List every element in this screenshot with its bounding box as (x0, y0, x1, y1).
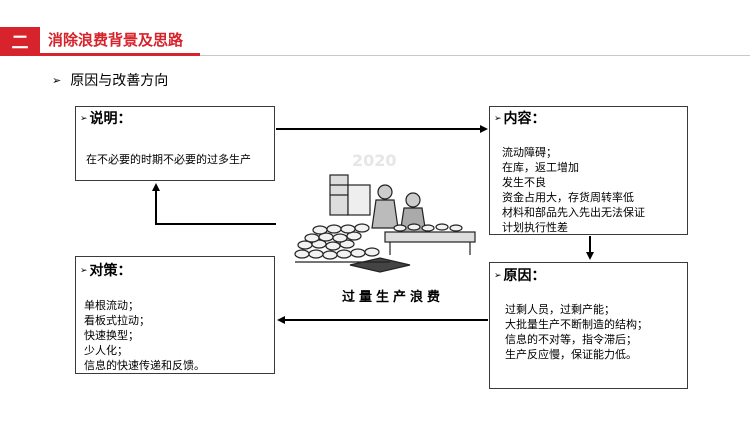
list-item: 材料和部品先入先出无法保证 (502, 206, 645, 219)
list-item: 大批量生产不断制造的结构； (505, 318, 648, 331)
content-list: 流动障碍； 在库，返工增加 发生不良 资金占用大，存货周转率低 材料和部品先入先… (490, 128, 687, 235)
measures-list: 单根流动； 看板式拉动； 快速换型； 少人化； 信息的快速传递和反馈。 (76, 280, 274, 373)
section-number-tab: 二 (0, 27, 40, 53)
list-item: 计划执行性差 (502, 221, 568, 234)
list-item: 生产反应慢，保证能力低。 (505, 348, 637, 361)
explanation-box: ➢ 说明： 在不必要的时期不必要的过多生产 (75, 106, 275, 181)
content-title: ➢ 内容： (494, 111, 546, 127)
header-accent-bar (0, 53, 200, 56)
header-divider (0, 55, 750, 56)
list-item: 流动障碍； (502, 146, 557, 159)
reasons-box: ➢ 原因： 过剩人员，过剩产能； 大批量生产不断制造的结构； 信息的不对等，指令… (489, 262, 688, 389)
list-item: 信息的不对等，指令滞后； (505, 333, 637, 346)
subheading: ➢ 原因与改善方向 (52, 71, 168, 91)
bullet-arrow-icon: ➢ (494, 271, 502, 281)
list-item: 少人化； (84, 344, 128, 357)
content-box: ➢ 内容： 流动障碍； 在库，返工增加 发生不良 资金占用大，存货周转率低 材料… (489, 106, 688, 235)
list-item: 发生不良 (502, 176, 546, 189)
list-item: 过剩人员，过剩产能； (505, 303, 615, 316)
bullet-arrow-icon: ➢ (494, 114, 502, 124)
list-item: 快速换型； (84, 329, 139, 342)
section-title: 消除浪费背景及思路 (48, 31, 184, 49)
bullet-arrow-icon: ➢ (80, 266, 88, 276)
measures-box: ➢ 对策： 单根流动； 看板式拉动； 快速换型； 少人化； 信息的快速传递和反馈… (75, 256, 275, 374)
explanation-text: 在不必要的时期不必要的过多生产 (86, 153, 251, 166)
arrow-measures-to-explain (152, 183, 276, 225)
subheading-text: 原因与改善方向 (70, 73, 169, 89)
overproduction-illustration: 2020 (294, 151, 476, 273)
bullet-arrow-icon: ➢ (80, 114, 88, 124)
bullet-arrow-icon: ➢ (52, 74, 62, 87)
list-item: 看板式拉动； (84, 314, 150, 327)
reasons-list: 过剩人员，过剩产能； 大批量生产不断制造的结构； 信息的不对等，指令滞后； 生产… (490, 285, 687, 362)
list-item: 在库，返工增加 (502, 161, 579, 174)
list-item: 资金占用大，存货周转率低 (502, 191, 634, 204)
reasons-title: ➢ 原因： (494, 268, 546, 284)
watermark-text: 2020 (352, 151, 397, 170)
measures-title: ➢ 对策： (80, 263, 132, 279)
illustration-caption: 过量生产浪费 (341, 290, 444, 305)
list-item: 信息的快速传递和反馈。 (84, 359, 205, 372)
list-item: 单根流动； (84, 299, 139, 312)
explanation-title: ➢ 说明： (80, 111, 132, 127)
